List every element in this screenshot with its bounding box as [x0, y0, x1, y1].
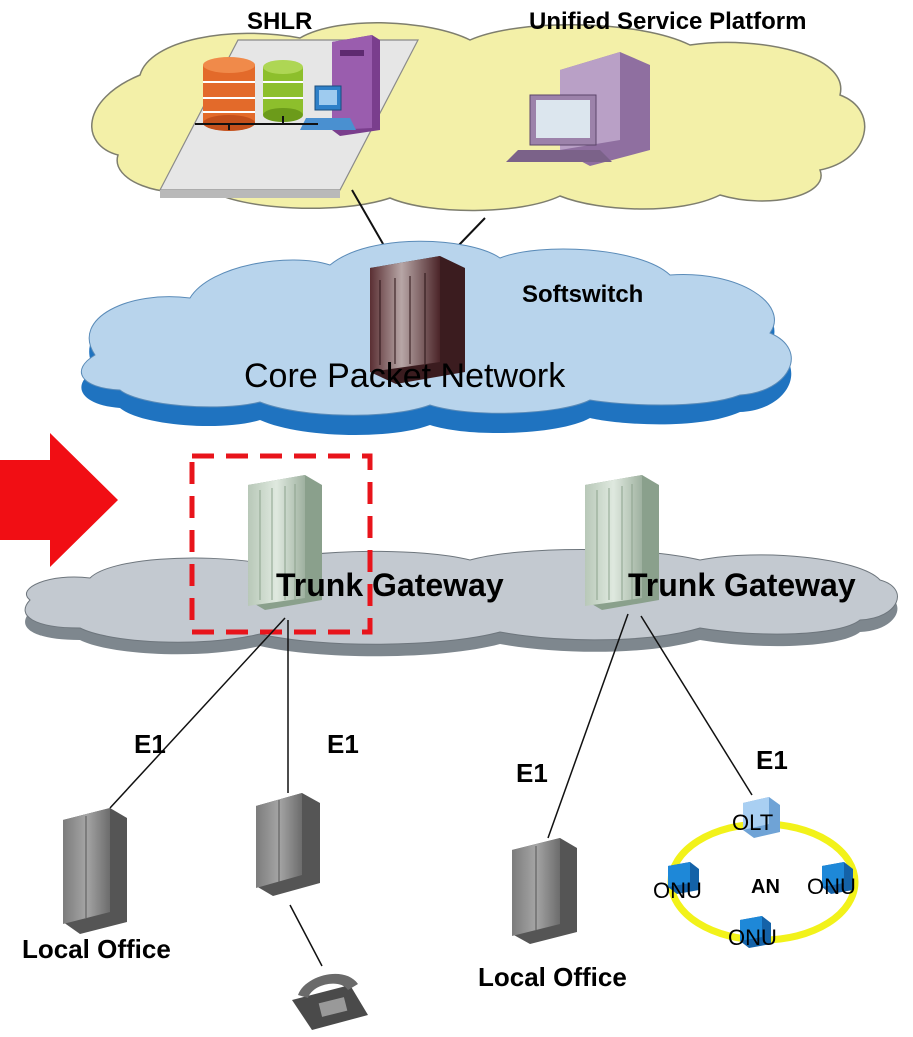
- onu-bottom-label: ONU: [728, 925, 777, 950]
- usp-label: Unified Service Platform: [529, 8, 807, 35]
- local-office-left-label: Local Office: [22, 934, 171, 964]
- e1-link-right-office: [547, 613, 629, 839]
- e1-label-left-office: E1: [134, 729, 166, 759]
- onu-left-label: ONU: [653, 878, 702, 903]
- local-office-right-icon: [512, 838, 577, 944]
- telephone-icon: [292, 973, 368, 1030]
- olt-label: OLT: [732, 810, 774, 835]
- trunk-gateway-left-label: Trunk Gateway: [276, 567, 504, 603]
- link-usp-softswitch: [457, 217, 486, 247]
- onu-right-label: ONU: [807, 874, 856, 899]
- highlight-arrow-icon: [0, 433, 118, 567]
- shlr-label: SHLR: [247, 8, 313, 35]
- phone-link: [289, 904, 323, 967]
- olt-cube-icon: [743, 797, 780, 838]
- softswitch-icon: [370, 256, 465, 384]
- trunk-gateway-right-label: Trunk Gateway: [628, 567, 856, 603]
- database-icon: [263, 60, 303, 122]
- an-label: AN: [751, 876, 780, 898]
- highlight-box: [189, 453, 373, 635]
- core-network-label: Core Packet Network: [244, 357, 566, 395]
- trunk-gateway-right-icon: [585, 475, 659, 610]
- onu-right-cube-icon: [822, 862, 853, 894]
- shlr-server-group: [159, 35, 419, 198]
- e1-label-olt: E1: [756, 745, 788, 775]
- onu-left-cube-icon: [668, 862, 699, 894]
- switch-cabinet-icon: [256, 793, 320, 896]
- usp-server-icon: [506, 52, 650, 166]
- database-icon: [203, 57, 255, 131]
- local-office-left-icon: [63, 808, 127, 934]
- e1-link-olt: [640, 615, 753, 796]
- e1-label-right-office: E1: [516, 758, 548, 788]
- onu-bottom-cube-icon: [740, 916, 771, 948]
- local-office-right-label: Local Office: [478, 962, 627, 992]
- server-tower-icon: [332, 35, 380, 136]
- trunk-gateway-left-icon: [248, 475, 322, 610]
- softswitch-label: Softswitch: [522, 281, 644, 308]
- e1-link-left-office: [109, 617, 286, 809]
- e1-label-left-switch: E1: [327, 729, 359, 759]
- workstation-icon: [300, 85, 356, 130]
